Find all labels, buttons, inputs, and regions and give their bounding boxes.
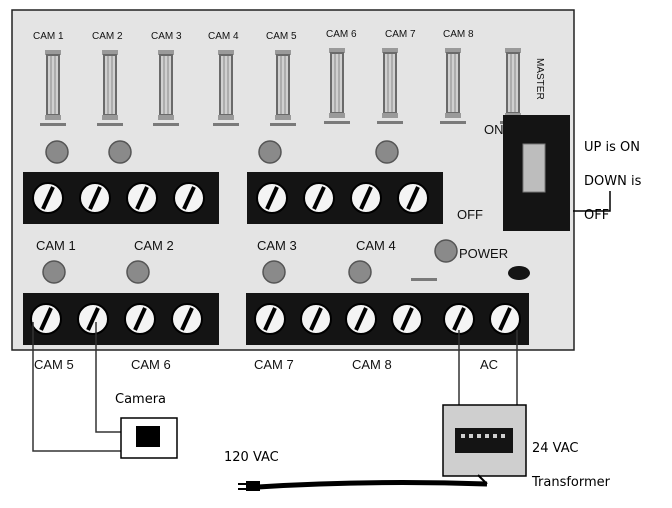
top-cam-label: CAM 6 [326,29,357,40]
led [262,260,286,284]
terminal-block-row2-left [23,293,219,345]
switch-note-line: OFF [584,208,610,223]
led [258,140,282,164]
terminal-screw [123,302,157,336]
top-cam-label: CAM 1 [33,31,64,42]
on-label: ON [484,122,504,137]
ribbon-selectors [39,47,527,127]
master-label: MASTER [534,58,545,100]
transformer-label-line1: 24 VAC [532,441,579,456]
terminal-screw [344,302,378,336]
terminal-screw [396,181,430,215]
led [375,140,399,164]
fuse-marking [411,278,437,281]
terminal-screw [442,302,476,336]
row1-cam-label: CAM 1 [36,238,76,253]
led [42,260,66,284]
camera-switcher-diagram: CAM 1 CAM 2 CAM 3 CAM 4 CAM 5 CAM 6 CAM … [11,9,611,491]
terminal-screw [488,302,522,336]
camera-wire-inner [95,322,121,433]
terminal-screw [299,302,333,336]
off-label: OFF [457,207,483,222]
top-cam-labels: CAM 1 CAM 2 CAM 3 CAM 4 CAM 5 CAM 6 CAM … [33,29,474,42]
camera-label: Camera [115,392,166,407]
capacitor [508,266,530,280]
terminal-screw [302,181,336,215]
terminal-screw [390,302,424,336]
top-cam-label: CAM 7 [385,29,416,40]
top-cam-label: CAM 3 [151,31,182,42]
mains-cord [238,474,488,491]
top-cam-label: CAM 5 [266,31,297,42]
terminal-block-row2-right [246,293,529,345]
terminal-screw [125,181,159,215]
power-switch[interactable] [503,115,570,231]
terminal-screw [253,302,287,336]
terminal-screw [76,302,110,336]
power-led [434,239,458,263]
row1-leds [45,140,399,164]
switch-callout-line [573,191,611,212]
top-cam-label: CAM 8 [443,29,474,40]
transformer-label-line2: Transformer [532,475,611,490]
led [126,260,150,284]
led [45,140,69,164]
terminal-screw [349,181,383,215]
row2-cam-label: CAM 8 [352,357,392,372]
row2-cam-label: CAM 5 [34,357,74,372]
switch-note-line: UP is ON [584,140,640,155]
terminal-screw [78,181,112,215]
switch-note-line: DOWN is [584,174,642,189]
led [348,260,372,284]
terminal-screw [172,181,206,215]
row1-cam-label: CAM 3 [257,238,297,253]
row1-cam-label: CAM 4 [356,238,396,253]
row2-cam-label: CAM 7 [254,357,294,372]
transformer-box [442,404,527,477]
ac-label: AC [480,357,498,372]
terminal-screw [170,302,204,336]
terminal-screw [31,181,65,215]
row1-cam-label: CAM 2 [134,238,174,253]
camera-wire-outer [32,322,121,452]
top-cam-label: CAM 2 [92,31,123,42]
terminal-screw [255,181,289,215]
terminal-block-row1-left [23,172,219,224]
mains-label: 120 VAC [224,450,279,465]
power-label: POWER [459,246,508,261]
top-cam-label: CAM 4 [208,31,239,42]
row2-cam-label: CAM 6 [131,357,171,372]
terminal-block-row1-right [247,172,443,224]
terminal-screw [29,302,63,336]
row2-leds [42,260,372,284]
led [108,140,132,164]
switch-note: UP is ON DOWN is OFF [584,122,641,241]
transformer-label: 24 VAC Transformer [532,423,610,508]
camera-box [120,417,178,459]
